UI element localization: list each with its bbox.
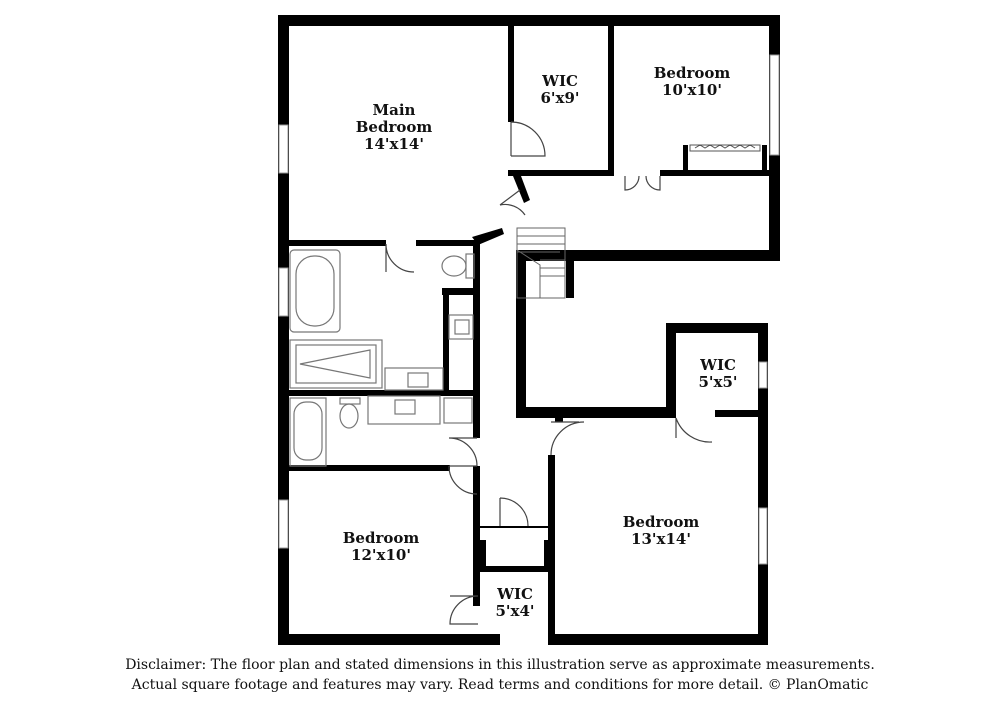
wic-right-size: 5'x5'	[698, 373, 737, 391]
bedroom-bottom-right-name: Bedroom	[623, 513, 700, 531]
bedroom-bottom-right-size: 13'x14'	[631, 530, 691, 548]
wic-top-size: 6'x9'	[540, 89, 579, 107]
bathroom-fixtures	[289, 249, 475, 467]
bedroom-bottom-left-size: 12'x10'	[351, 546, 411, 564]
disclaimer-line-2: Actual square footage and features may v…	[131, 677, 869, 693]
wic-right-name: WIC	[699, 356, 736, 374]
bedroom-bottom-left-name: Bedroom	[343, 529, 420, 547]
wic-top-name: WIC	[541, 72, 578, 90]
door-swings	[385, 121, 713, 625]
interior-walls	[284, 20, 772, 645]
wic-bottom-size: 5'x4'	[495, 602, 534, 620]
main-bedroom-name-line1: Main	[373, 101, 416, 119]
closet-bifold-door	[689, 144, 761, 152]
windows	[278, 54, 780, 565]
floor-plan: Main Bedroom 14'x14' WIC 6'x9' Bedroom 1…	[278, 15, 780, 645]
room-labels: Main Bedroom 14'x14' WIC 6'x9' Bedroom 1…	[343, 64, 738, 620]
bedroom-top-right-name: Bedroom	[654, 64, 731, 82]
wic-bottom-name: WIC	[496, 585, 533, 603]
bedroom-top-right-size: 10'x10'	[662, 81, 722, 99]
main-bedroom-size: 14'x14'	[364, 135, 424, 153]
exterior-walls	[278, 15, 780, 645]
disclaimer-line-1: Disclaimer: The floor plan and stated di…	[125, 657, 875, 673]
stairs	[516, 227, 566, 299]
main-bedroom-name-line2: Bedroom	[356, 118, 433, 136]
